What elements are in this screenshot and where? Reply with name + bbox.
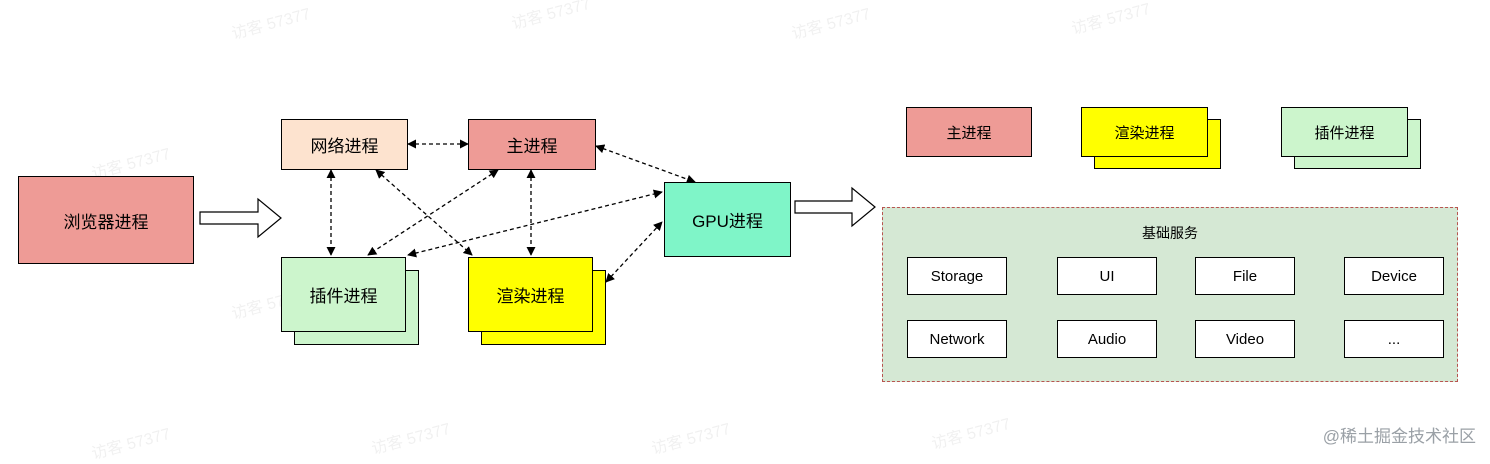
legend-render-process: 渲染进程 [1081, 107, 1208, 157]
site-credit: @稀土掘金技术社区 [1322, 427, 1476, 446]
browser-process-box: 浏览器进程 [18, 176, 194, 264]
plugin-process-box: 插件进程 [281, 257, 406, 332]
network-process-box: 网络进程 [281, 119, 408, 170]
link-plugin-gpu [407, 189, 663, 258]
service-network: Network [907, 320, 1007, 358]
link-render-gpu [605, 221, 663, 283]
render-process-box: 渲染进程 [468, 257, 593, 332]
service-file: File [1195, 257, 1295, 295]
gpu-process-box: GPU进程 [664, 182, 791, 257]
service-storage: Storage [907, 257, 1007, 295]
services-panel: 基础服务 Storage UI File Device Network Audi… [882, 207, 1458, 382]
legend-plugin-process: 插件进程 [1281, 107, 1408, 157]
legend-main-process: 主进程 [906, 107, 1032, 157]
link-main-plugin [367, 169, 499, 256]
service-more: ... [1344, 320, 1444, 358]
link-main-gpu [595, 144, 696, 184]
service-device: Device [1344, 257, 1444, 295]
big-arrow-right [794, 186, 876, 228]
main-process-box: 主进程 [468, 119, 596, 170]
big-arrow-left [199, 197, 282, 239]
service-audio: Audio [1057, 320, 1157, 358]
service-ui: UI [1057, 257, 1157, 295]
service-video: Video [1195, 320, 1295, 358]
services-title: 基础服务 [1142, 225, 1198, 241]
